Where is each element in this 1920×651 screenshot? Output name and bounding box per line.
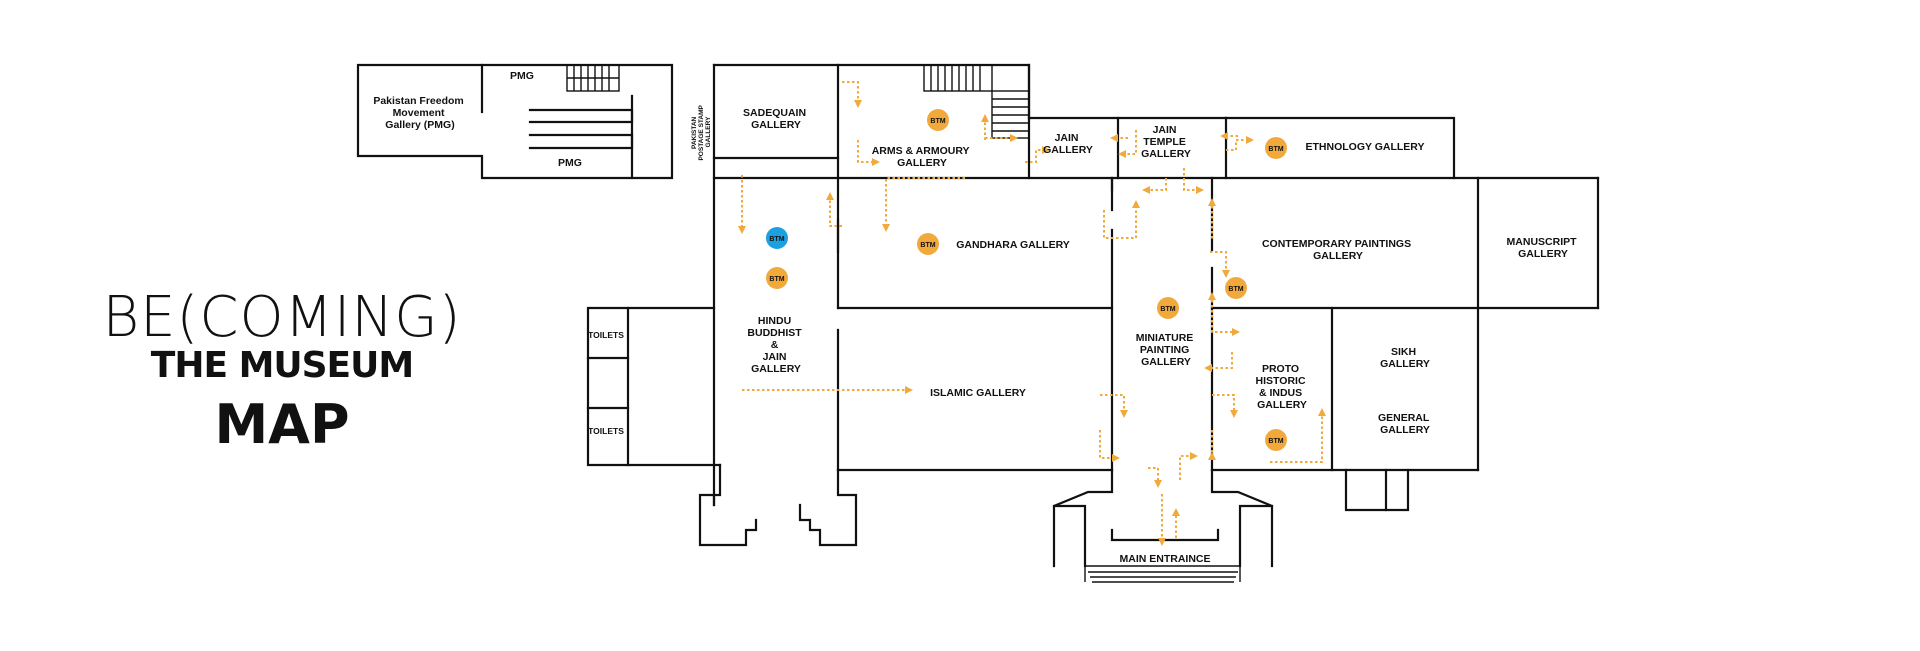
label-pmg-top: PMG [510, 70, 534, 82]
title-map: MAP [214, 393, 349, 456]
label-postage-stamp: PAKISTAN POSTAGE STAMP GALLERY [691, 103, 712, 160]
label-ethnology: ETHNOLOGY GALLERY [1305, 141, 1424, 153]
btm-proto[interactable]: BTM [1265, 429, 1287, 451]
btm-miniature[interactable]: BTM [1157, 297, 1179, 319]
label-pmg-bottom: PMG [558, 157, 582, 169]
label-jain-temple: JAIN TEMPLE GALLERY [1141, 124, 1191, 160]
svg-text:BTM: BTM [920, 242, 935, 249]
btm-arms[interactable]: BTM [927, 109, 949, 131]
title-the-museum: THE MUSEUM [151, 345, 413, 386]
stair-pmg [567, 65, 619, 91]
svg-text:BTM: BTM [769, 236, 784, 243]
route-arrows [738, 100, 1326, 546]
label-toilets-bottom: TOILETS [588, 426, 624, 436]
btm-contemporary[interactable]: BTM [1225, 277, 1247, 299]
svg-text:BTM: BTM [930, 118, 945, 125]
btm-hindu[interactable]: BTM [766, 267, 788, 289]
room-labels: Pakistan Freedom Movement Gallery (PMG) … [373, 70, 1580, 565]
svg-text:BTM: BTM [1228, 286, 1243, 293]
btm-ethnology[interactable]: BTM [1265, 137, 1287, 159]
btm-gandhara[interactable]: BTM [917, 233, 939, 255]
label-islamic: ISLAMIC GALLERY [930, 387, 1026, 399]
label-arms: ARMS & ARMOURY GALLERY [872, 145, 973, 169]
stair-arms [923, 64, 1030, 139]
label-sikh: SIKH GALLERY [1380, 346, 1430, 370]
map-title: BE(COMING) THE MUSEUM MAP [102, 285, 461, 456]
label-contemporary: CONTEMPORARY PAINTINGS GALLERY [1262, 238, 1414, 262]
label-sadequain: SADEQUAIN GALLERY [743, 107, 809, 131]
label-manuscript: MANUSCRIPT GALLERY [1507, 236, 1580, 260]
label-gandhara: GANDHARA GALLERY [956, 239, 1070, 251]
label-jain: JAIN GALLERY [1043, 132, 1093, 156]
label-general: GENERAL GALLERY [1378, 412, 1432, 436]
label-main-entrance: MAIN ENTRAINCE [1120, 553, 1211, 565]
title-becoming: BE(COMING) [102, 285, 461, 350]
svg-text:BTM: BTM [1268, 146, 1283, 153]
label-pmg-gallery: Pakistan Freedom Movement Gallery (PMG) [373, 95, 466, 131]
btm-hindu-blue[interactable]: BTM [766, 227, 788, 249]
label-miniature: MINIATURE PAINTING GALLERY [1136, 332, 1196, 368]
label-proto: PROTO HISTORIC & INDUS GALLERY [1256, 363, 1309, 411]
label-hindu: HINDU BUDDHIST & JAIN GALLERY [747, 315, 804, 375]
visitor-route [741, 81, 1323, 538]
svg-text:BTM: BTM [769, 276, 784, 283]
btm-markers: BTM BTM BTM BTM BTM BTM BTM BTM [766, 109, 1287, 451]
label-toilets-top: TOILETS [588, 330, 624, 340]
svg-text:BTM: BTM [1268, 438, 1283, 445]
svg-text:BTM: BTM [1160, 306, 1175, 313]
